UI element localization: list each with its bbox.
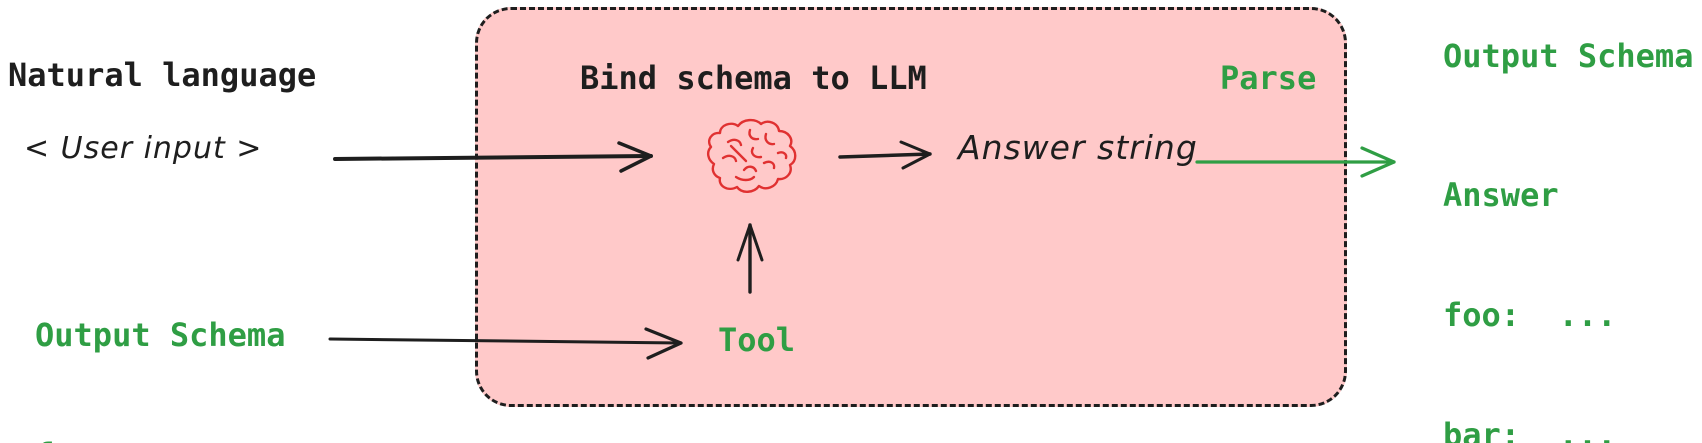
output-schema-input-fields: foo: ... bar: ... [35, 355, 208, 443]
result-line-bar: bar: ... [1443, 416, 1617, 443]
output-schema-input-title: Output Schema [35, 316, 286, 354]
user-input-text: < User input > [24, 131, 263, 166]
result-line-answer: Answer [1443, 176, 1559, 214]
result-line-foo: foo: ... [1443, 296, 1617, 334]
parse-label: Parse [1220, 59, 1317, 97]
output-schema-result-lines: Answer foo: ... bar: ... [1443, 95, 1616, 443]
output-schema-result-title: Output Schema [1443, 37, 1694, 75]
bind-schema-title: Bind schema to LLM [580, 59, 927, 97]
tool-label: Tool [718, 321, 796, 359]
brain-icon [706, 118, 797, 193]
natural-language-label: Natural language [8, 56, 317, 94]
answer-string-label: Answer string [958, 128, 1198, 167]
schema-field-foo: foo: ... [35, 435, 208, 443]
